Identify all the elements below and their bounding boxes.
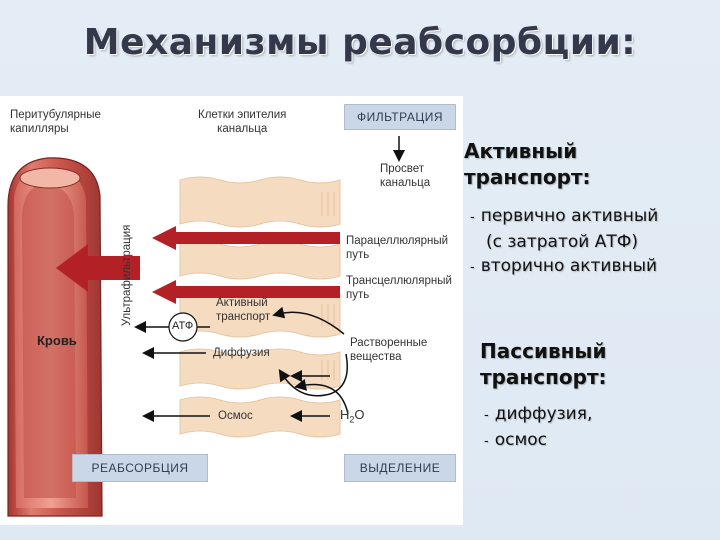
blood-label: Кровь — [37, 333, 77, 348]
active-curve-arrow — [272, 306, 345, 335]
reabsorption-box: РЕАБСОРБЦИЯ — [72, 454, 208, 482]
osmosis-label: Осмос — [218, 410, 253, 422]
solutes-curve-arrow — [278, 353, 348, 397]
passive-transport-heading: Пассивный транспорт: — [480, 339, 607, 389]
active-item-secondary: -вторично активный — [470, 256, 658, 276]
filtration-box: ФИЛЬТРАЦИЯ — [344, 104, 456, 130]
active-transport-heading: Активный транспорт: — [464, 139, 591, 189]
passive-item-diffusion: -диффузия, — [484, 404, 593, 424]
water-label: H2O — [340, 407, 365, 425]
atp-circle — [168, 312, 198, 342]
page-title: Механизмы реабсорбции: — [83, 22, 637, 63]
passive-item-osmosis: -осмос — [484, 430, 548, 450]
active-item-atp-note: (с затратой АТФ) — [486, 232, 638, 252]
water-curve-arrow — [294, 378, 349, 415]
ultrafiltration-label: Ультрафильтрация — [121, 225, 133, 326]
transcellular-arrow — [152, 280, 340, 304]
epithelial-cells — [179, 176, 341, 438]
atp-label: АТФ — [172, 320, 194, 332]
paracellular-arrow — [152, 226, 340, 250]
ultrafiltration-arrow — [56, 244, 140, 292]
diagram-graphics: Ультрафильтрация — [7, 136, 405, 517]
excretion-box: ВЫДЕЛЕНИЕ — [344, 454, 456, 482]
diffusion-label: Диффузия — [213, 347, 270, 359]
passive-transport-list: -диффузия, -осмос — [484, 402, 592, 454]
active-transport-list: -первично активный (с затратой АТФ) -вто… — [470, 204, 658, 280]
active-item-primary: -первично активный — [470, 206, 659, 226]
capillary-vessel — [7, 157, 103, 517]
